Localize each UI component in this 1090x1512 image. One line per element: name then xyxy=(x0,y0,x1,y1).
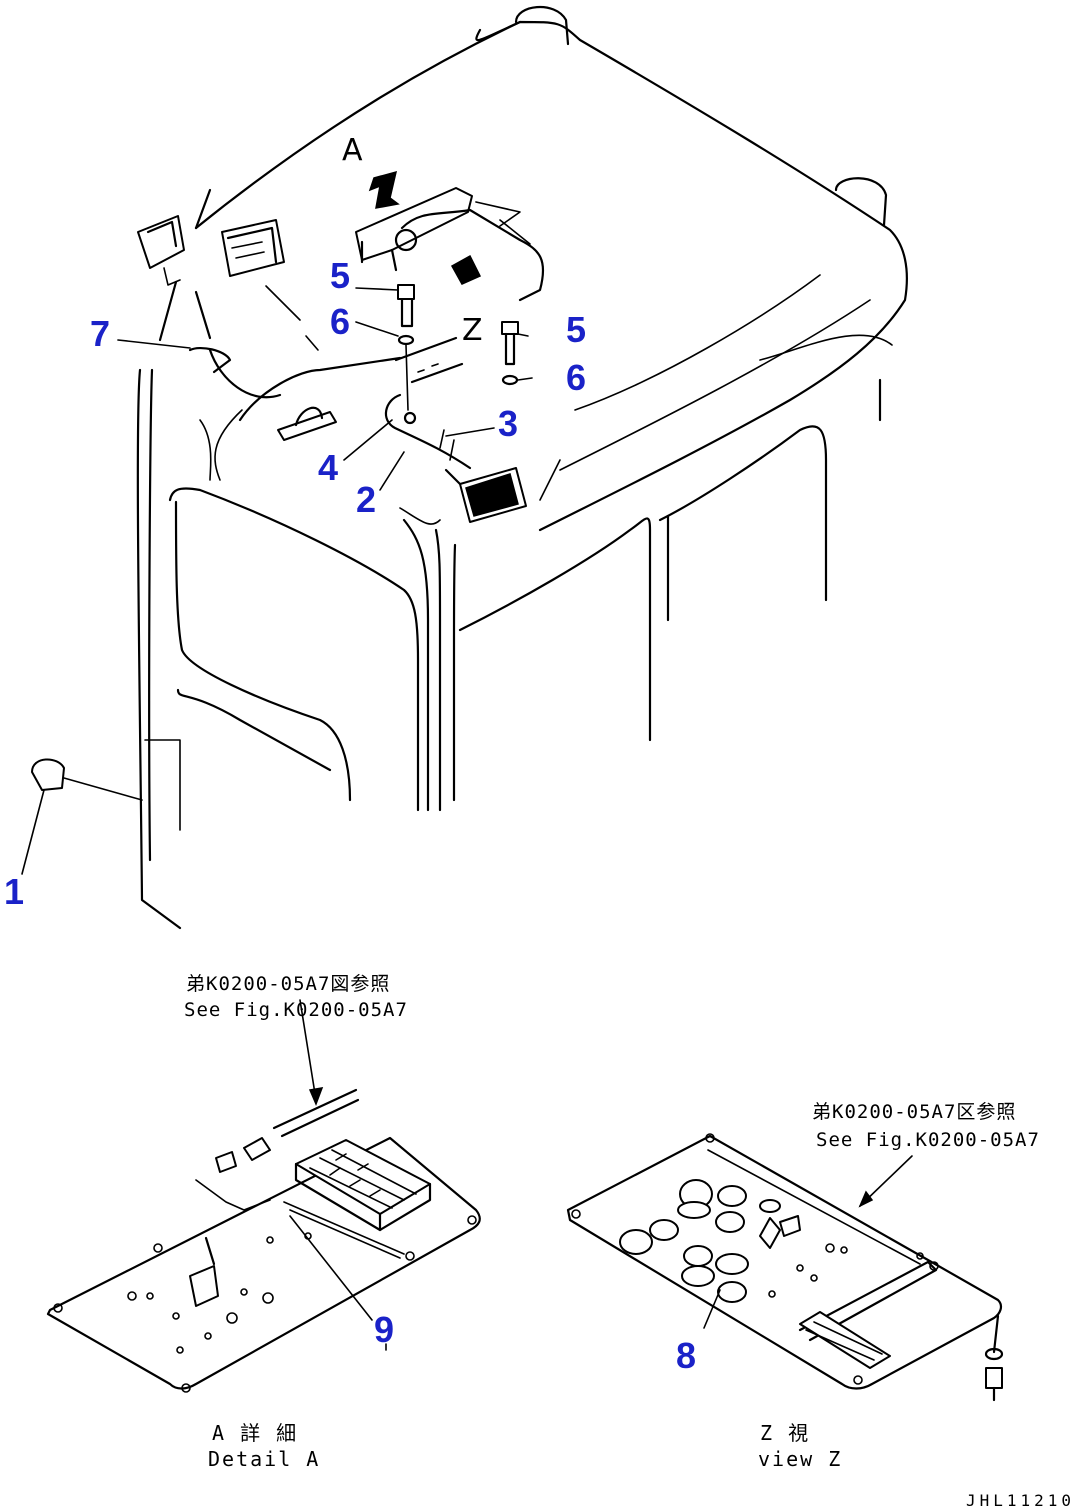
callout-labels: 1 2 3 4 5 5 6 6 7 8 9 xyxy=(4,255,696,1376)
callout-6b: 6 xyxy=(566,357,586,398)
roof-lamps xyxy=(137,170,545,523)
view-captions: A 詳 細 Detail A Z 視 view Z xyxy=(208,1421,842,1471)
callout-3: 3 xyxy=(498,403,518,444)
view-letters: A Z xyxy=(342,133,483,348)
callout-5a: 5 xyxy=(330,255,350,296)
callout-1: 1 xyxy=(4,871,24,912)
caption-detail-jp: A 詳 細 xyxy=(212,1421,298,1445)
callout-9: 9 xyxy=(374,1309,394,1350)
callout-leaders xyxy=(21,287,533,875)
caption-detail-en: Detail A xyxy=(208,1447,320,1471)
view-letter-a: A xyxy=(342,133,363,168)
detail-a xyxy=(46,999,481,1393)
caption-view-jp: Z 視 xyxy=(760,1421,810,1445)
note-left-jp: 弟K0200-05A7図参照 xyxy=(186,973,390,995)
drawing-code: JHL11210 xyxy=(966,1491,1075,1510)
note-right-jp: 弟K0200-05A7区参照 xyxy=(812,1101,1016,1123)
view-letter-z: Z xyxy=(462,313,483,348)
callout-8: 8 xyxy=(676,1335,696,1376)
cab-body xyxy=(136,5,908,930)
view-z xyxy=(566,1133,1004,1402)
callout-5b: 5 xyxy=(566,309,586,350)
caption-view-en: view Z xyxy=(758,1447,842,1471)
reference-notes: 弟K0200-05A7図参照 See Fig.K0200-05A7 弟K0200… xyxy=(184,973,1040,1151)
note-left-en: See Fig.K0200-05A7 xyxy=(184,999,408,1021)
callout-4: 4 xyxy=(318,447,338,488)
callout-2: 2 xyxy=(356,479,376,520)
note-right-en: See Fig.K0200-05A7 xyxy=(816,1129,1040,1151)
callout-7: 7 xyxy=(90,313,110,354)
callout-6a: 6 xyxy=(330,301,350,342)
